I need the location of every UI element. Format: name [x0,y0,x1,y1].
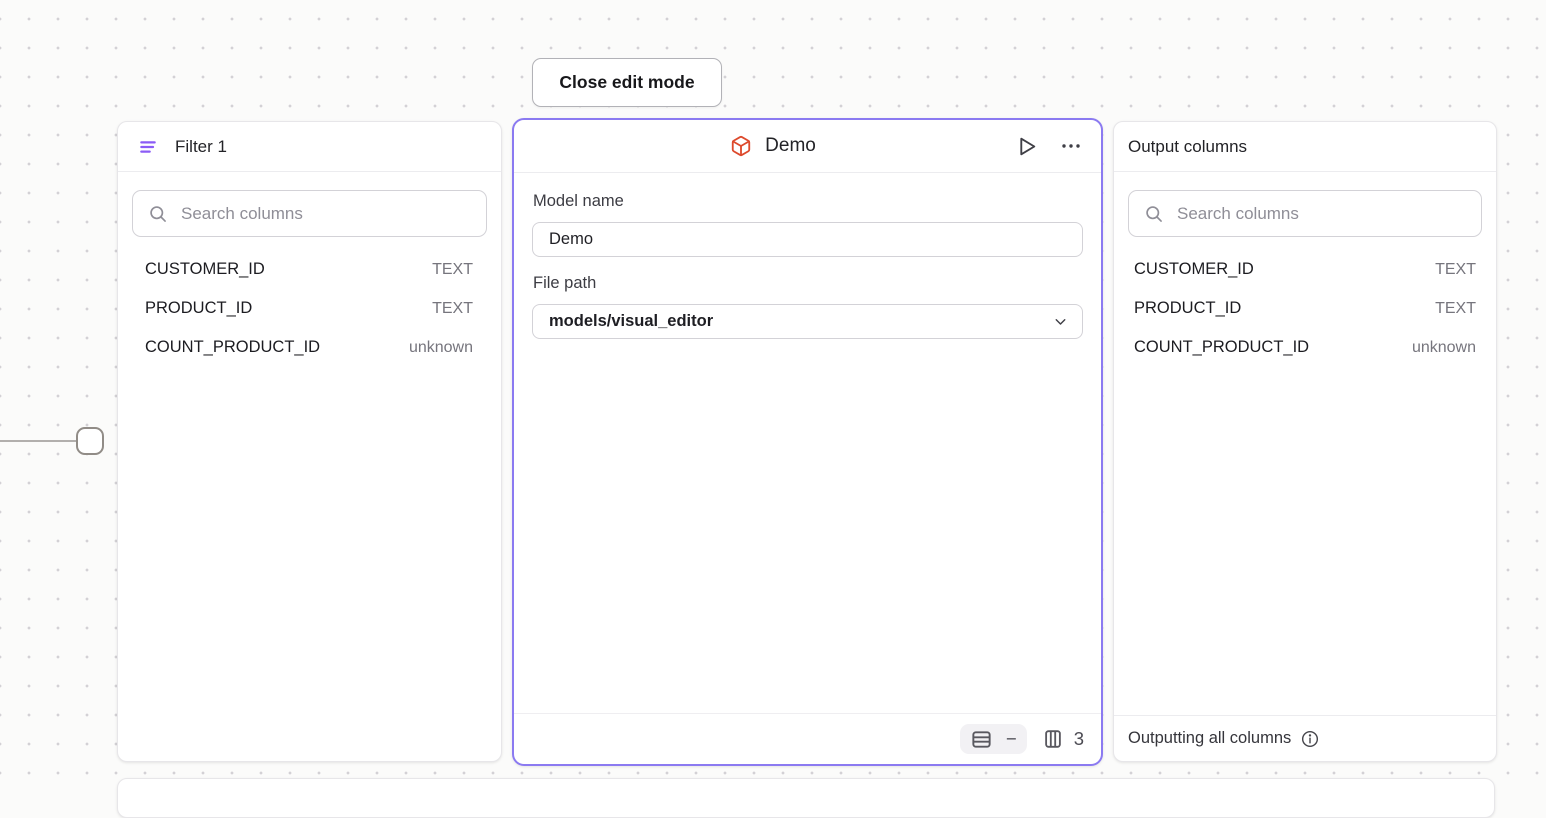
file-path-value: models/visual_editor [549,312,714,330]
info-icon[interactable] [1300,729,1320,749]
output-panel-header: Output columns [1114,122,1496,172]
model-panel-title: Demo [765,135,816,156]
output-columns-panel: Output columns CUSTOMER_ID TEXT PRODUCT_… [1113,121,1497,762]
filter-column-list: CUSTOMER_ID TEXT PRODUCT_ID TEXT COUNT_P… [118,250,501,367]
model-panel-header: Demo [514,120,1101,173]
run-model-button[interactable] [1014,134,1039,159]
output-column-list: CUSTOMER_ID TEXT PRODUCT_ID TEXT COUNT_P… [1114,250,1496,367]
column-type: unknown [1411,338,1476,356]
column-row[interactable]: CUSTOMER_ID TEXT [118,250,501,289]
ellipsis-icon [1059,134,1083,158]
column-name: COUNT_PRODUCT_ID [1134,338,1310,356]
search-icon [1144,204,1164,224]
column-type: unknown [408,338,473,356]
cube-icon [730,135,752,157]
row-count-value: − [1005,728,1017,749]
row-count-stat[interactable]: − [959,724,1027,754]
filter-search-input[interactable] [179,202,471,225]
column-row[interactable]: COUNT_PRODUCT_ID unknown [118,328,501,367]
column-row[interactable]: PRODUCT_ID TEXT [118,289,501,328]
filter-node-panel: Filter 1 CUSTOMER_ID TEXT PRODUCT_ID TEX… [117,121,502,762]
filter-panel-title: Filter 1 [175,136,227,156]
results-panel [117,778,1495,818]
file-path-label: File path [533,274,597,292]
filter-search-box[interactable] [132,190,487,237]
table-columns-icon [1042,728,1064,750]
connection-handle[interactable] [76,427,104,455]
column-name: PRODUCT_ID [145,299,253,317]
column-count-stat[interactable]: 3 [1042,728,1084,750]
more-options-button[interactable] [1059,134,1083,158]
model-node-panel: Demo [512,118,1103,766]
column-type: TEXT [1435,299,1476,317]
column-type: TEXT [432,299,473,317]
output-search-input[interactable] [1175,202,1466,225]
column-count-value: 3 [1073,728,1084,749]
column-name: CUSTOMER_ID [1134,260,1254,278]
column-type: TEXT [432,260,473,278]
model-actions [1014,134,1083,159]
output-panel-footer: Outputting all columns [1114,715,1496,761]
filter-lines-icon [138,137,158,157]
connection-edge [0,440,76,442]
model-name-input[interactable] [532,222,1083,257]
column-type: TEXT [1435,260,1476,278]
column-name: PRODUCT_ID [1134,299,1242,317]
column-row[interactable]: COUNT_PRODUCT_ID unknown [1114,328,1496,367]
table-rows-icon [970,728,993,751]
model-panel-body: Model name File path models/visual_edito… [514,173,1101,339]
play-icon [1014,134,1039,159]
column-name: CUSTOMER_ID [145,260,265,278]
close-edit-mode-button[interactable]: Close edit mode [532,58,722,107]
column-name: COUNT_PRODUCT_ID [145,338,321,356]
model-panel-footer: − 3 [514,713,1101,764]
output-panel-title: Output columns [1128,136,1248,156]
output-search-box[interactable] [1128,190,1482,237]
file-path-select[interactable]: models/visual_editor [532,304,1083,339]
filter-panel-header: Filter 1 [118,122,501,172]
chevron-down-icon [1052,313,1069,330]
model-name-label: Model name [533,192,624,210]
model-title-group: Demo [532,135,1014,157]
column-row[interactable]: CUSTOMER_ID TEXT [1114,250,1496,289]
column-row[interactable]: PRODUCT_ID TEXT [1114,289,1496,328]
output-status-text: Outputting all columns [1128,729,1292,747]
search-icon [148,204,168,224]
